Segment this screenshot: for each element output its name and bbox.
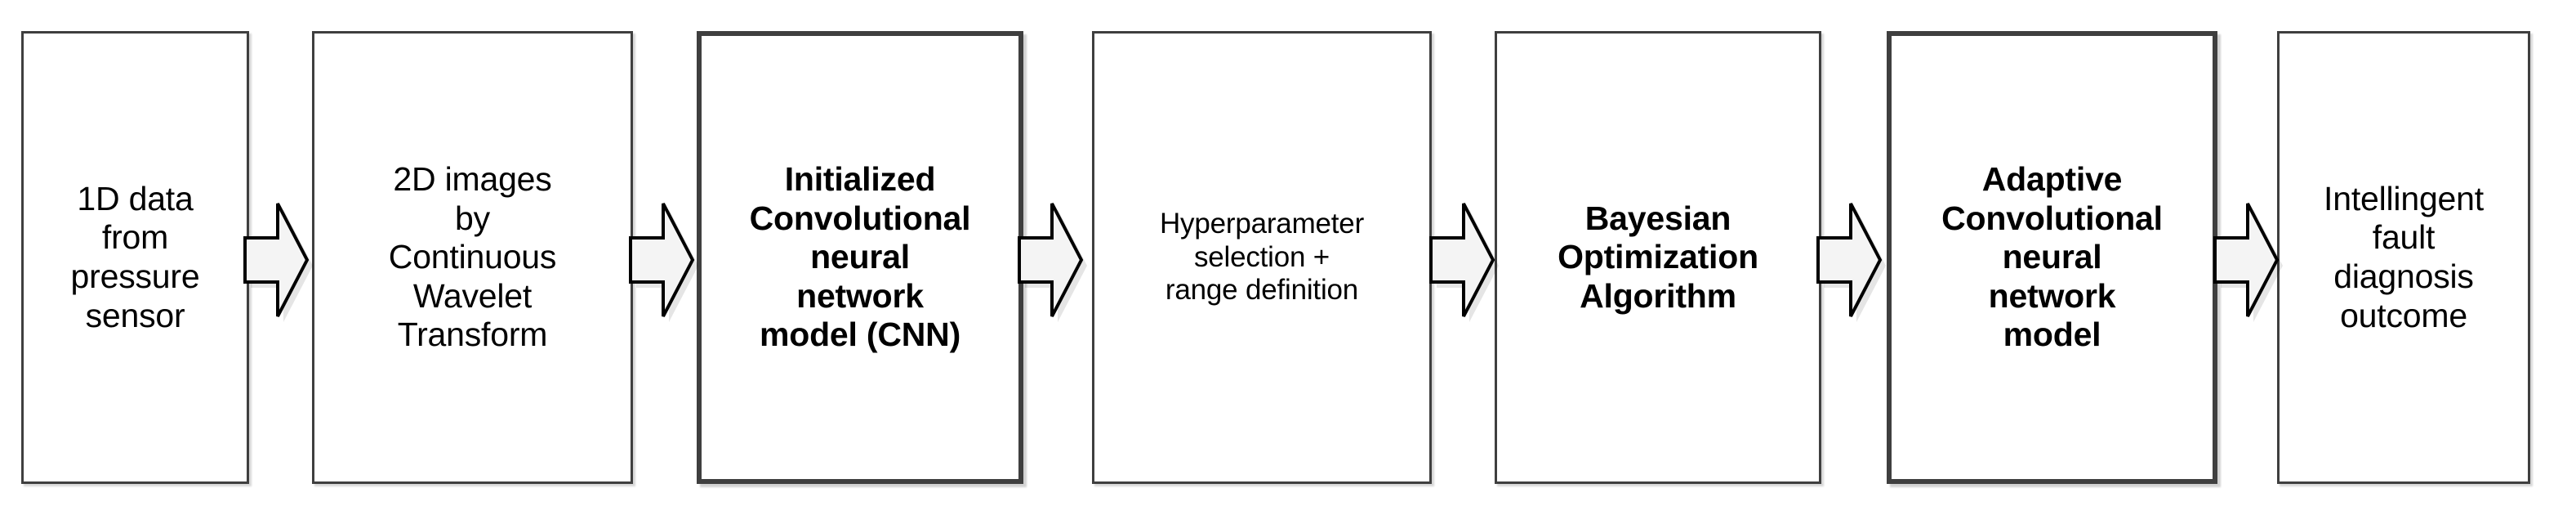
right-arrow-icon <box>243 199 313 322</box>
process-box-label: Bayesian Optimization Algorithm <box>1558 199 1758 315</box>
process-box-label: 2D images by Continuous Wavelet Transfor… <box>388 160 557 354</box>
right-arrow-icon <box>629 199 698 322</box>
right-arrow-icon <box>1816 199 1886 322</box>
process-box-initialized-cnn-model[interactable]: Initialized Convolutional neural network… <box>697 31 1023 484</box>
process-box-label: 1D data from pressure sensor <box>70 179 200 334</box>
process-box-input-data[interactable]: 1D data from pressure sensor <box>21 31 249 484</box>
process-box-label: Initialized Convolutional neural network… <box>749 160 971 354</box>
process-box-label: Intellingent fault diagnosis outcome <box>2324 179 2484 334</box>
right-arrow-icon <box>2213 199 2283 322</box>
process-box-label: Adaptive Convolutional neural network mo… <box>1941 160 2163 354</box>
process-box-bayesian-optimization[interactable]: Bayesian Optimization Algorithm <box>1495 31 1821 484</box>
process-box-cwt-images[interactable]: 2D images by Continuous Wavelet Transfor… <box>312 31 633 484</box>
process-box-hyperparameter-selection[interactable]: Hyperparameter selection + range definit… <box>1092 31 1432 484</box>
right-arrow-icon <box>1018 199 1087 322</box>
process-box-label: Hyperparameter selection + range definit… <box>1159 208 1365 307</box>
process-box-adaptive-cnn-model[interactable]: Adaptive Convolutional neural network mo… <box>1887 31 2217 484</box>
right-arrow-icon <box>1429 199 1499 322</box>
process-box-diagnosis-outcome[interactable]: Intellingent fault diagnosis outcome <box>2277 31 2530 484</box>
